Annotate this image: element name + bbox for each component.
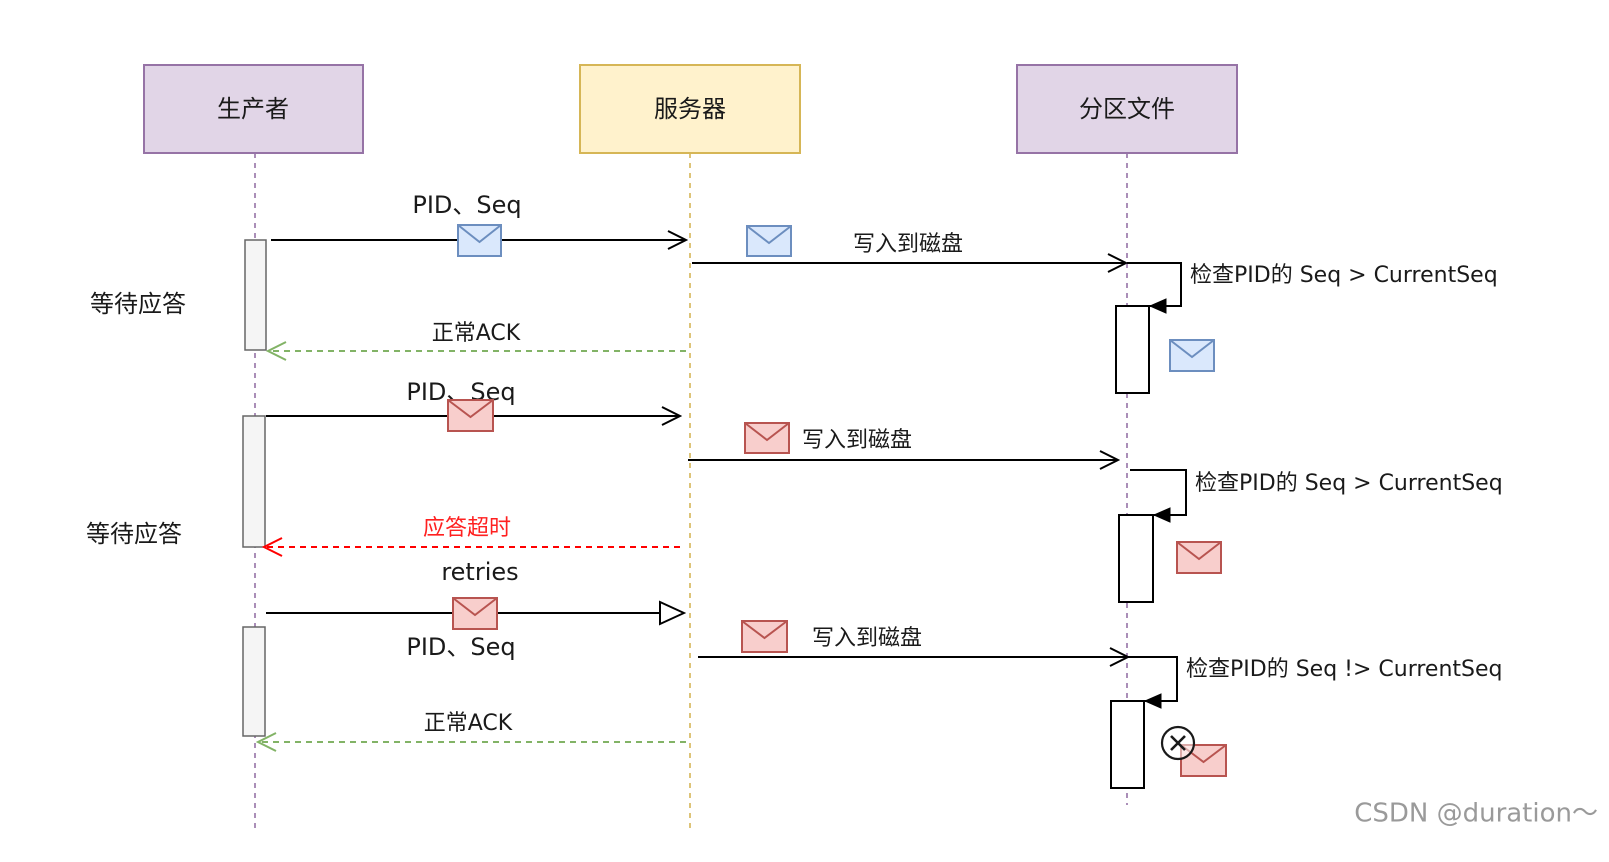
msg2-timeout-label: 应答超时 [423, 516, 511, 541]
circle-x-icon [1160, 725, 1196, 761]
msg3-check-label: 检查PID的 Seq !> CurrentSeq [1186, 657, 1503, 682]
actor-partition: 分区文件 [1016, 64, 1238, 154]
envelope-icon [746, 225, 792, 257]
msg1-write-label: 写入到磁盘 [853, 232, 963, 257]
msg3-check-self-arrow [1127, 656, 1178, 709]
partition-activation-2 [1118, 514, 1154, 603]
actor-producer: 生产者 [143, 64, 364, 154]
envelope-icon [447, 399, 494, 432]
producer-activation-1 [244, 239, 267, 351]
producer-activation-3 [242, 626, 266, 737]
envelope-icon [744, 422, 790, 454]
actor-server-label: 服务器 [654, 95, 726, 123]
msg3-write-label: 写入到磁盘 [812, 626, 922, 651]
envelope-icon [1176, 541, 1222, 574]
partition-activation-3 [1110, 700, 1145, 789]
msg2-write-label: 写入到磁盘 [802, 428, 912, 453]
wait-label-1: 等待应答 [90, 290, 186, 318]
wait-label-2: 等待应答 [86, 520, 182, 548]
envelope-icon [457, 224, 502, 257]
producer-activation-2 [242, 415, 266, 548]
msg1-send-label: PID、Seq [412, 191, 521, 219]
msg3-send-label: PID、Seq [406, 633, 515, 661]
retry-label: retries [441, 558, 518, 586]
partition-activation-1 [1115, 305, 1150, 394]
actor-server: 服务器 [579, 64, 801, 154]
msg1-check-self-arrow [1127, 262, 1182, 314]
msg3-ack-label: 正常ACK [424, 711, 513, 736]
msg1-ack-label: 正常ACK [432, 321, 521, 346]
envelope-icon [1169, 339, 1215, 372]
msg2-check-label: 检查PID的 Seq > CurrentSeq [1195, 471, 1503, 496]
watermark: CSDN @duration～ [1354, 799, 1598, 829]
msg2-check-self-arrow [1130, 469, 1187, 523]
actor-partition-label: 分区文件 [1079, 95, 1175, 123]
msg1-check-label: 检查PID的 Seq > CurrentSeq [1190, 263, 1498, 288]
envelope-icon [741, 620, 788, 653]
actor-producer-label: 生产者 [217, 95, 289, 123]
envelope-icon [452, 597, 498, 630]
